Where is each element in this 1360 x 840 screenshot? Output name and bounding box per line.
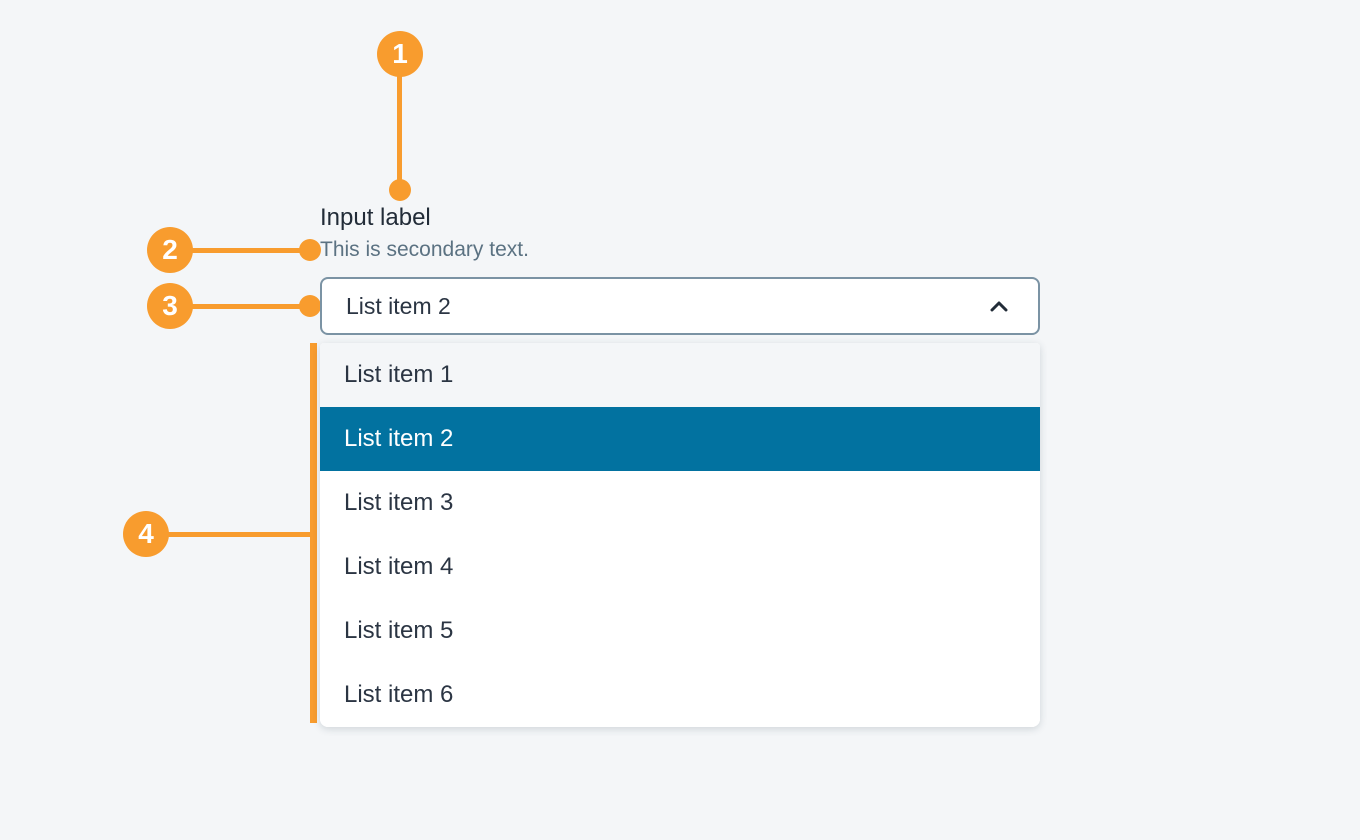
list-item[interactable]: List item 1 [320,343,1040,407]
secondary-text: This is secondary text. [320,238,529,261]
callout-1-line [397,64,402,190]
chevron-up-icon [990,301,1008,312]
callout-4-bracket-bar [310,343,317,723]
input-label: Input label [320,204,431,231]
list-item[interactable]: List item 5 [320,599,1040,663]
callout-3-dot [299,295,321,317]
list-item[interactable]: List item 6 [320,663,1040,727]
list-item[interactable]: List item 3 [320,471,1040,535]
dropdown-panel: List item 1 List item 2 List item 3 List… [320,343,1040,727]
callout-3-line [178,304,310,309]
select-trigger[interactable]: List item 2 [320,277,1040,335]
list-item[interactable]: List item 4 [320,535,1040,599]
list-item-selected[interactable]: List item 2 [320,407,1040,471]
callout-2-dot [299,239,321,261]
callout-4-line [156,532,313,537]
callout-1-dot [389,179,411,201]
callout-2-line [178,248,310,253]
callout-2-badge: 2 [147,227,193,273]
selected-value: List item 2 [346,292,451,319]
